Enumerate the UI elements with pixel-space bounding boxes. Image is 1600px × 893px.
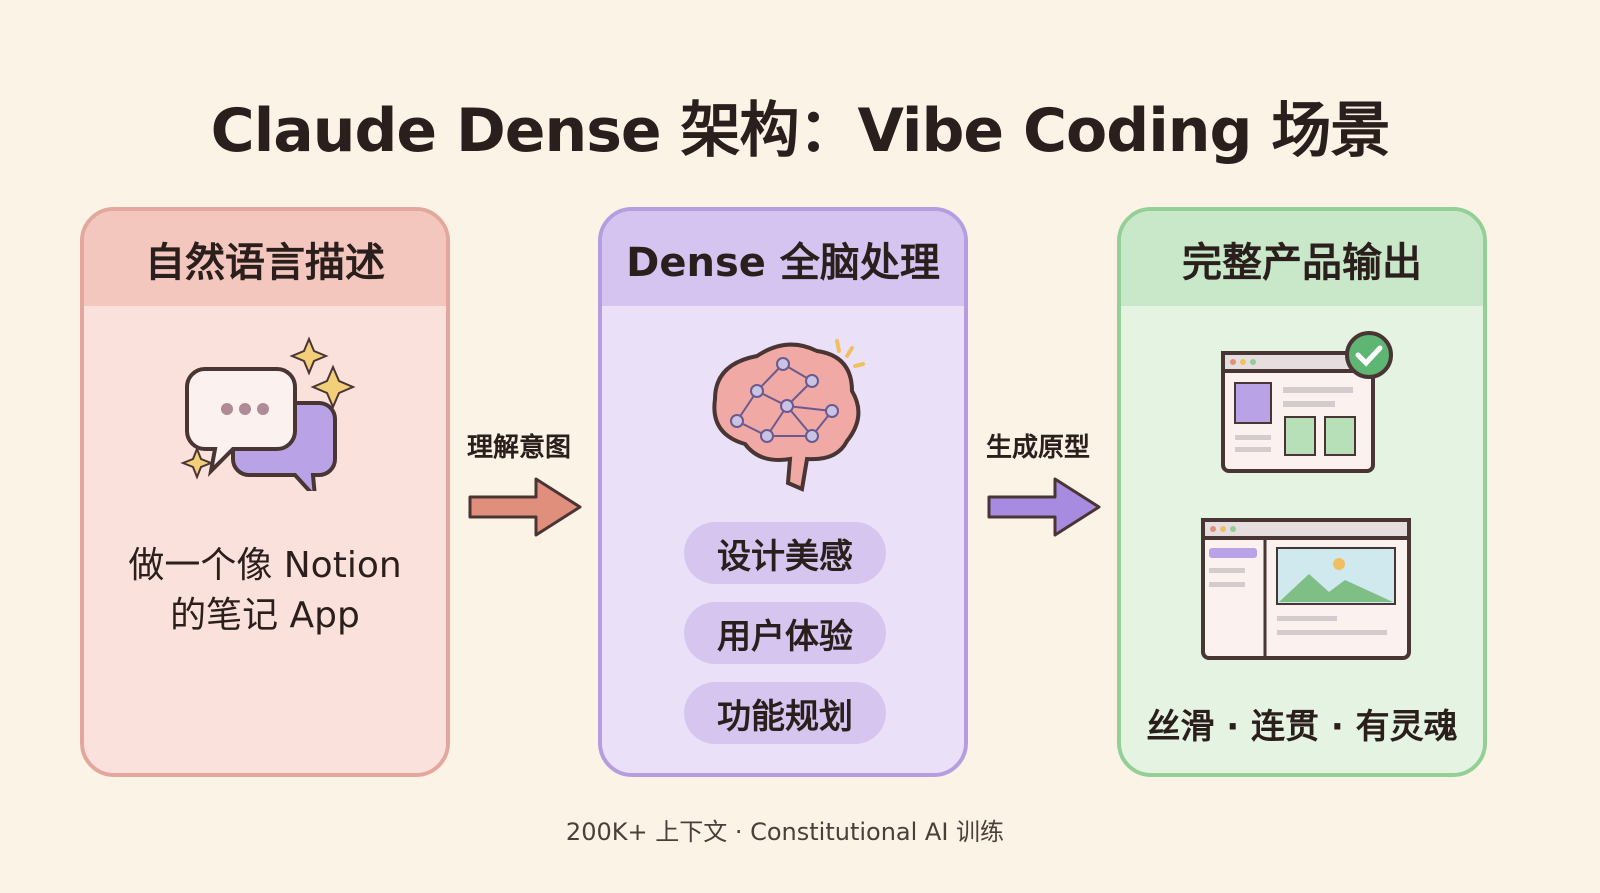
panel-product-output: 完整产品输出 丝滑 · 连贯 · 有灵魂 [1117, 207, 1487, 777]
panel-header: Dense 全脑处理 [602, 211, 964, 306]
pill-ux: 用户体验 [684, 602, 886, 664]
request-line-1: 做一个像 Notion [128, 545, 402, 586]
pill-planning: 功能规划 [684, 682, 886, 744]
diagram-title: Claude Dense 架构：Vibe Coding 场景 [210, 96, 1391, 166]
pill-design: 设计美感 [684, 522, 886, 584]
arrow-right-icon [468, 477, 582, 537]
chat-bubbles-icon [180, 336, 356, 491]
footer-note: 200K+ 上下文 · Constitutional AI 训练 [565, 818, 1005, 846]
panel-dense-processing: Dense 全脑处理 设计美感 用户体验 功能规划 [598, 207, 968, 777]
panel-header: 自然语言描述 [84, 211, 446, 306]
arrow-label-understand-intent: 理解意图 [467, 433, 572, 463]
arrow-label-generate-prototype: 生成原型 [986, 433, 1091, 463]
request-text: 做一个像 Notion 的笔记 App [84, 541, 446, 641]
arrow-right-icon [987, 477, 1101, 537]
panel-natural-language: 自然语言描述 做一个像 Notion 的笔记 App [80, 207, 450, 777]
request-line-2: 的笔记 App [170, 595, 360, 636]
output-tagline: 丝滑 · 连贯 · 有灵魂 [1146, 707, 1458, 747]
panel-header: 完整产品输出 [1121, 211, 1483, 306]
app-window-image-icon [1201, 518, 1411, 660]
brain-network-icon [712, 339, 865, 492]
app-window-check-icon [1221, 331, 1393, 473]
